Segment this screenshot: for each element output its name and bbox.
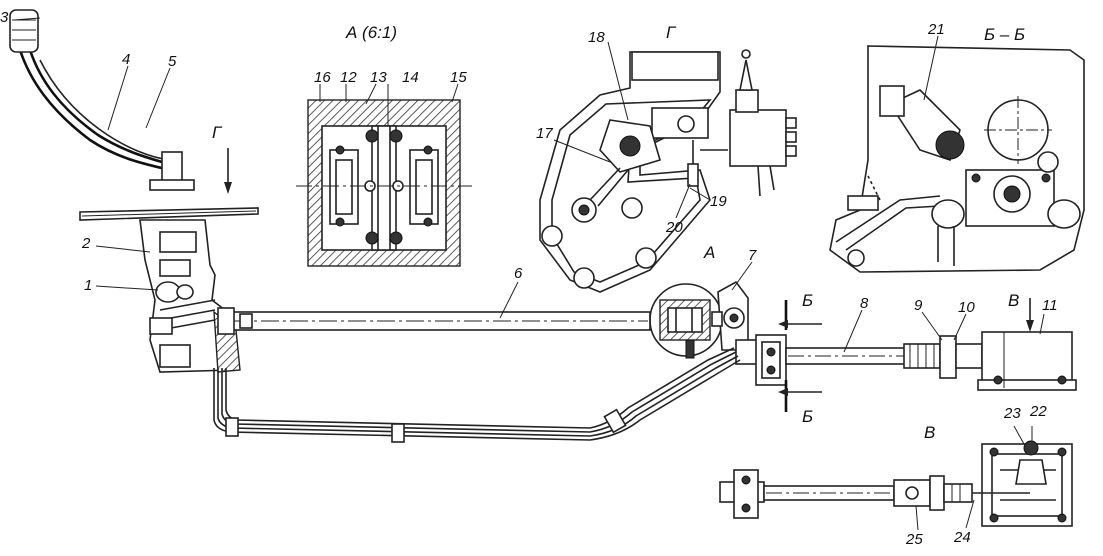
label-16: 16 — [314, 69, 331, 86]
view-b-title: Б – Б — [984, 25, 1026, 44]
label-12: 12 — [340, 69, 357, 86]
label-9: 9 — [914, 297, 923, 314]
cable-bundle — [213, 347, 741, 443]
label-11: 11 — [1042, 297, 1058, 314]
label-19: 19 — [710, 193, 727, 210]
label-7: 7 — [748, 247, 757, 264]
label-6: 6 — [514, 265, 523, 282]
section-b-bottom: Б — [802, 407, 814, 426]
lever-knob — [9, 9, 39, 53]
rod-8-assembly — [785, 298, 1077, 391]
view-v-title: В — [924, 423, 936, 442]
arrow-v-label: В — [1008, 291, 1020, 310]
label-21: 21 — [928, 21, 945, 38]
label-20: 20 — [666, 219, 683, 236]
label-23: 23 — [1004, 405, 1021, 422]
view-a-section — [296, 83, 472, 267]
view-a-title: А (6:1) — [346, 23, 398, 42]
gear-lever-assembly — [9, 9, 259, 373]
view-g — [539, 49, 797, 293]
label-24: 24 — [954, 529, 971, 546]
label-5: 5 — [168, 53, 177, 70]
label-25: 25 — [906, 531, 923, 548]
mark-a: А — [704, 243, 716, 262]
label-10: 10 — [958, 299, 975, 316]
label-13: 13 — [370, 69, 387, 86]
label-4: 4 — [122, 51, 131, 68]
section-b-b — [829, 45, 1085, 273]
label-14: 14 — [402, 69, 419, 86]
label-1: 1 — [84, 277, 93, 294]
label-17: 17 — [536, 125, 553, 142]
section-mark-b — [778, 300, 822, 412]
label-3: 3 — [0, 9, 9, 26]
detail-a-callout — [649, 283, 723, 359]
view-g-title: Г — [666, 23, 676, 42]
section-b-top: Б — [802, 291, 814, 310]
label-18: 18 — [588, 29, 605, 46]
label-15: 15 — [450, 69, 467, 86]
label-2: 2 — [82, 235, 91, 252]
label-22: 22 — [1030, 403, 1047, 420]
leader-lines — [13, 17, 1045, 531]
arrow-g — [224, 148, 232, 194]
view-v — [719, 440, 1073, 527]
main-rod — [217, 307, 651, 335]
arrow-g-label: Г — [212, 123, 222, 142]
label-8: 8 — [860, 295, 869, 312]
